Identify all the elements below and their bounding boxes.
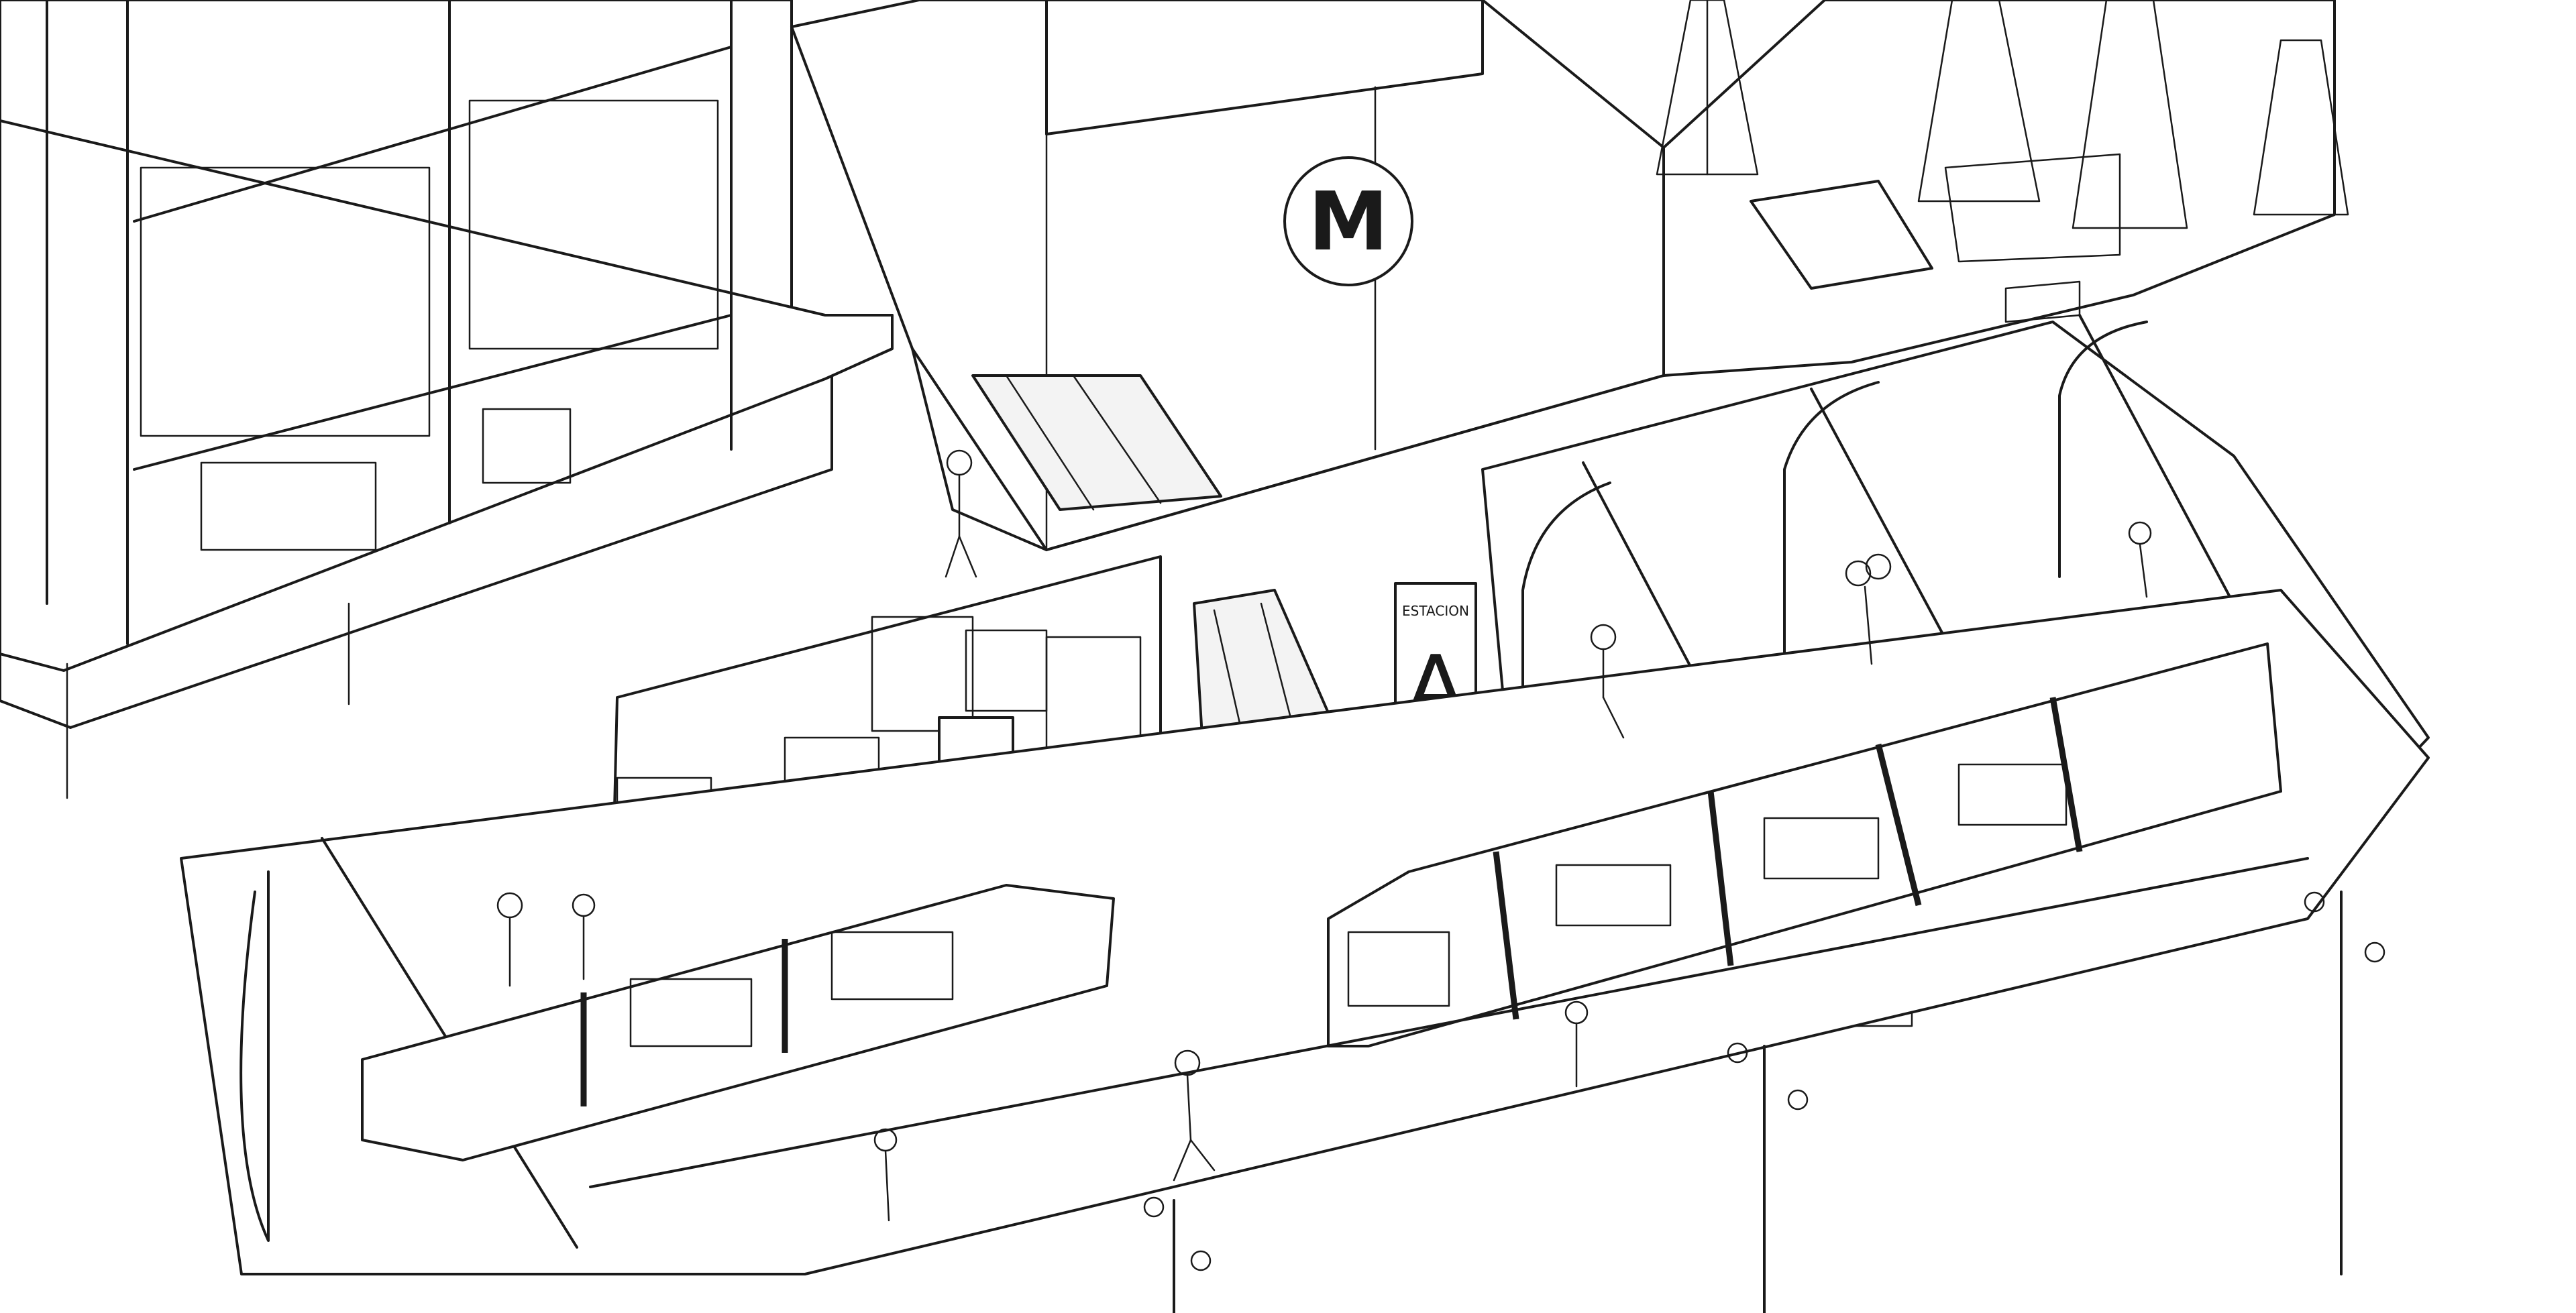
person-platform-walking bbox=[1173, 1049, 1216, 1182]
metro-logo-circle bbox=[1283, 156, 1413, 286]
person-platform-far bbox=[2128, 521, 2152, 598]
track-pit bbox=[180, 589, 2430, 1275]
pylon-tower-3 bbox=[2072, 0, 2188, 229]
metro-entrance-pavilion: M bbox=[790, 0, 1665, 551]
pavilion-front-edge bbox=[911, 347, 1048, 551]
train-right-window-2 bbox=[1763, 817, 1880, 880]
platform-edge-front bbox=[589, 857, 2309, 1188]
train-right-cab-window bbox=[1347, 931, 1450, 1007]
office-room-workstations bbox=[140, 166, 431, 437]
people bbox=[496, 449, 2152, 1222]
entrance-escalator bbox=[971, 374, 1222, 511]
person-concourse-1 bbox=[496, 892, 523, 987]
platform-arch-3 bbox=[2058, 321, 2148, 578]
train-right-coupling-1 bbox=[1493, 851, 1519, 1020]
escalator-rail-2 bbox=[1072, 374, 1162, 504]
substation-control-hut bbox=[1750, 180, 1933, 290]
tunnel-arch-left bbox=[239, 870, 270, 1242]
train-right-coupling-2 bbox=[1707, 791, 1734, 966]
platform-arch-2 bbox=[1783, 381, 1880, 672]
street-lamp-1-light bbox=[1143, 1196, 1165, 1218]
station-sign-caption: ESTACION bbox=[1402, 603, 1469, 619]
office-room-desks bbox=[468, 99, 719, 350]
metro-logo-letter: M bbox=[1308, 176, 1388, 269]
office-generator-machine bbox=[200, 461, 377, 551]
person-concourse-2 bbox=[572, 893, 596, 980]
train-right-coupling-3 bbox=[1875, 743, 1922, 907]
street-lamp-2-light-2 bbox=[1787, 1089, 1809, 1110]
train-right-window-1 bbox=[1555, 864, 1672, 927]
pylon-tower-1 bbox=[1656, 0, 1759, 176]
person-platform-front bbox=[873, 1128, 898, 1222]
platform-arch-1 bbox=[1521, 481, 1611, 759]
train-left-window-2 bbox=[830, 931, 954, 1001]
pylon-tower-2 bbox=[1917, 0, 2041, 203]
street-lamp-1-light-2 bbox=[1190, 1250, 1212, 1271]
office-beam-upper bbox=[133, 46, 733, 223]
person-walking-entrance bbox=[945, 449, 977, 578]
electrical-substation bbox=[1656, 0, 2349, 377]
office-building bbox=[0, 0, 894, 799]
office-storage-crate bbox=[482, 408, 572, 484]
person-platform-mid bbox=[1564, 1001, 1589, 1088]
pylon-tower-4 bbox=[2253, 39, 2349, 216]
office-floor-slab bbox=[0, 119, 894, 672]
couple-on-bench bbox=[1845, 553, 1892, 665]
metro-train-left bbox=[361, 884, 1115, 1161]
street-lamp-3-light-2 bbox=[2364, 941, 2385, 963]
office-beam-lower bbox=[133, 314, 733, 471]
street-lamp-3-light bbox=[2304, 891, 2325, 913]
transformer-unit bbox=[1944, 153, 2121, 263]
person-seated-bench bbox=[1590, 624, 1625, 739]
train-left-window-1 bbox=[629, 978, 753, 1047]
control-cabinet bbox=[871, 616, 974, 732]
substation-yard bbox=[1662, 0, 2336, 377]
pavilion-base-edge bbox=[1045, 374, 1665, 551]
escalator-rail-1 bbox=[1005, 374, 1095, 511]
train-right-window-3 bbox=[1957, 763, 2068, 826]
street-lamps bbox=[1143, 891, 2385, 1313]
pavilion-roof-block bbox=[1045, 0, 1484, 135]
street-lamp-2-light bbox=[1727, 1042, 1748, 1064]
